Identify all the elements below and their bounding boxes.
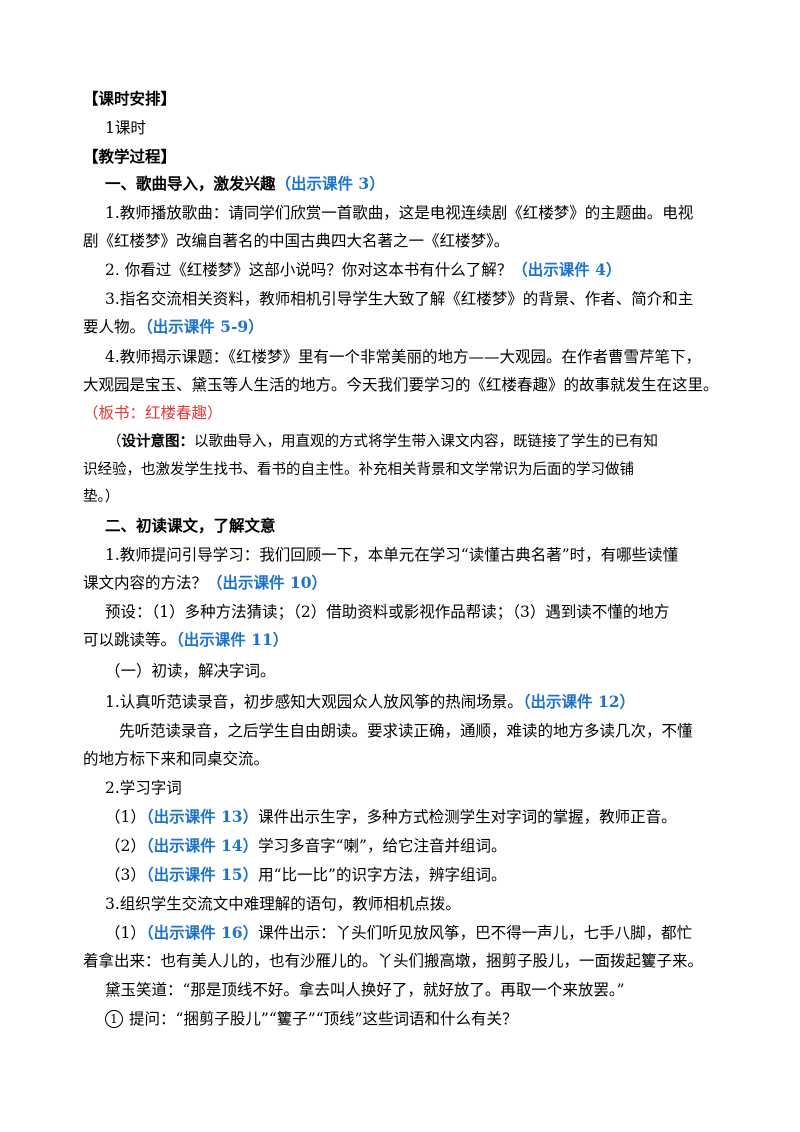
question-1-line-2: 课文内容的方法？（出示课件 10）: [83, 572, 327, 594]
word-item-2-text: 学习多音字“喇”，给它注音并组词。: [258, 837, 507, 855]
word-item-3-text: 用“比一比”的识字方法，辨字组词。: [258, 866, 507, 884]
design-intent-line-2: 识经验，也激发学生找书、看书的自主性。补充相关背景和文学常识为后面的学习做铺: [83, 462, 634, 478]
courseware-16-num: （1）: [105, 924, 146, 942]
courseware-16-text: 课件出示：丫头们听见放风筝，巴不得一声儿，七手八脚，都忙: [258, 924, 693, 942]
courseware-16-line-2: 着拿出来：也有美人儿的，也有沙雁儿的。丫头们搬高墩，捆剪子股儿，一面拨起籰子来。: [83, 952, 704, 970]
question-1-ref: （出示课件 10）: [207, 573, 327, 592]
courseware-16-line-1: （1）（出示课件 16）课件出示：丫头们听见放风筝，巴不得一声儿，七手八脚，都忙: [105, 922, 692, 944]
word-item-2-num: （2）: [105, 837, 146, 855]
preset-text: 可以跳读等。: [83, 631, 177, 649]
reading-2-title: 2.学习字词: [105, 779, 182, 797]
reading-1: 1.认真听范读录音，初步感知大观园众人放风筝的热闹场景。（出示课件 12）: [105, 691, 635, 713]
design-intent-text: 以歌曲导入，用直观的方式将学生带入课文内容，既链接了学生的已有知: [194, 434, 658, 450]
schedule-value: 1课时: [105, 119, 146, 137]
question-ask: 1 提问：“捆剪子股儿”“籰子”“顶线”这些词语和什么有关？: [105, 1008, 518, 1030]
para-3-ref: （出示课件 5-9）: [145, 317, 264, 336]
para-1-line-2: 剧《红楼梦》改编自著名的中国古典四大名著之一《红楼梦》。: [83, 232, 510, 250]
design-intent-line-3: 垫。）: [83, 489, 120, 505]
section-1-ref: （出示课件 3）: [275, 174, 385, 193]
word-item-3-ref: （出示课件 15）: [145, 865, 259, 884]
section-1-heading: 一、歌曲导入，激发兴趣（出示课件 3）: [105, 173, 385, 195]
preset-line-1: 预设：（1）多种方法猜读；（2）借助资料或影视作品帮读；（3）遇到读不懂的地方: [105, 603, 670, 621]
section-2-title: 二、初读课文，了解文意: [105, 516, 276, 535]
reading-1-ref: （出示课件 12）: [522, 692, 636, 711]
word-item-1-ref: （出示课件 13）: [145, 807, 259, 826]
word-item-3: （3）（出示课件 15）用“比一比”的识字方法，辨字组词。: [105, 864, 506, 886]
word-item-2: （2）（出示课件 14）学习多音字“喇”，给它注音并组词。: [105, 835, 506, 857]
reading-1-para-line-2: 的地方标下来和同桌交流。: [83, 750, 270, 768]
question-1-line-1: 1.教师提问引导学习：我们回顾一下，本单元在学习“读懂古典名著”时，有哪些读懂: [105, 546, 679, 564]
question-ask-text: 提问：“捆剪子股儿”“籰子”“顶线”这些词语和什么有关？: [129, 1010, 518, 1028]
word-item-1-num: （1）: [105, 808, 146, 826]
word-item-2-ref: （出示课件 14）: [145, 836, 259, 855]
para-2-ref: （出示课件 4）: [512, 260, 622, 279]
para-3-line-2: 要人物。（出示课件 5-9）: [83, 316, 264, 338]
para-2-text: 2. 你看过《红楼梦》这部小说吗？你对这本书有什么了解？: [105, 261, 513, 279]
circled-number-one: 1: [105, 1010, 123, 1028]
reading-1-para-line-1: 先听范读录音，之后学生自由朗读。要求读正确，通顺，难读的地方多读几次，不懂: [119, 722, 693, 740]
para-4-line-2: 大观园是宝玉、黛玉等人生活的地方。今天我们要学习的《红楼春趣》的故事就发生在这里…: [83, 376, 719, 394]
section-1-title: 一、歌曲导入，激发兴趣: [105, 174, 276, 193]
reading-3-title: 3.组织学生交流文中难理解的语句，教师相机点拨。: [105, 895, 461, 913]
word-item-1: （1）（出示课件 13）课件出示生字，多种方式检测学生对字词的掌握，教师正音。: [105, 806, 677, 828]
para-1-line-1: 1.教师播放歌曲：请同学们欣赏一首歌曲，这是电视连续剧《红楼梦》的主题曲。电视: [105, 204, 694, 222]
subsection-1-title: （一）初读，解决字词。: [105, 662, 276, 680]
para-3-line-1: 3.指名交流相关资料，教师相机引导学生大致了解《红楼梦》的背景、作者、简介和主: [105, 290, 694, 308]
word-item-3-num: （3）: [105, 866, 146, 884]
para-3-text: 要人物。: [83, 318, 146, 336]
daiyu-quote: 黛玉笑道：“那是顶线不好。拿去叫人换好了，就好放了。再取一个来放罢。”: [105, 981, 625, 999]
heading-process: 【教学过程】: [83, 147, 177, 166]
para-2: 2. 你看过《红楼梦》这部小说吗？你对这本书有什么了解？（出示课件 4）: [105, 259, 621, 281]
question-1-text: 课文内容的方法？: [83, 574, 208, 592]
design-intent-label: 设计意图：: [121, 433, 195, 450]
heading-schedule: 【课时安排】: [83, 89, 177, 108]
para-4-line-1: 4.教师揭示课题：《红楼梦》里有一个非常美丽的地方——大观园。在作者曹雪芹笔下，: [105, 348, 702, 366]
design-intent-line-1: （设计意图：以歌曲导入，用直观的方式将学生带入课文内容，既链接了学生的已有知: [107, 431, 658, 453]
word-item-1-text: 课件出示生字，多种方式检测学生对字词的掌握，教师正音。: [258, 808, 677, 826]
design-intent-paren: （: [107, 434, 122, 450]
preset-ref: （出示课件 11）: [176, 630, 289, 649]
board-note: （板书：红楼春趣）: [83, 404, 223, 422]
courseware-16-ref: （出示课件 16）: [145, 923, 259, 942]
reading-1-text: 1.认真听范读录音，初步感知大观园众人放风筝的热闹场景。: [105, 693, 523, 711]
preset-line-2: 可以跳读等。（出示课件 11）: [83, 629, 288, 651]
